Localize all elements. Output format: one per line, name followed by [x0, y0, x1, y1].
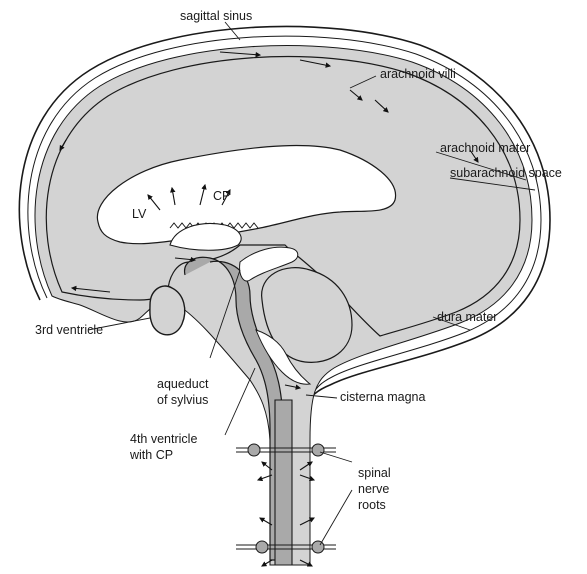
label-sagittal-sinus: sagittal sinus — [180, 9, 252, 23]
label-aqueduct-line1: aqueduct — [157, 377, 209, 391]
label-spinal-line3: roots — [358, 498, 386, 512]
label-cp: CP — [213, 189, 230, 203]
label-dura-mater: dura mater — [437, 310, 497, 324]
label-third-ventricle: 3rd ventricle — [35, 323, 103, 337]
label-cisterna-magna: cisterna magna — [340, 390, 426, 404]
label-spinal-line1: spinal — [358, 466, 391, 480]
label-arachnoid-mater: arachnoid mater — [440, 141, 530, 155]
label-fourth-ventricle-line1: 4th ventricle — [130, 432, 197, 446]
label-aqueduct-line2: of sylvius — [157, 393, 208, 407]
label-subarachnoid-space: subarachnoid space — [450, 166, 562, 180]
label-spinal-line2: nerve — [358, 482, 389, 496]
spinal-cord — [275, 400, 292, 565]
label-lv: LV — [132, 207, 147, 221]
third-ventricle — [150, 286, 185, 335]
label-arachnoid-villi: arachnoid villi — [380, 67, 456, 81]
label-fourth-ventricle-line2: with CP — [129, 448, 173, 462]
